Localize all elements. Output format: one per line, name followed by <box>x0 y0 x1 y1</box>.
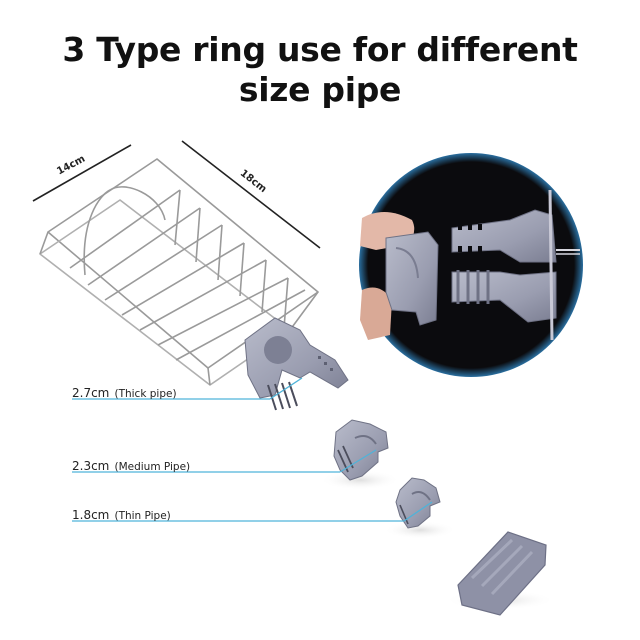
ring-size: 2.3cm <box>72 459 110 473</box>
ring-size: 2.7cm <box>72 386 110 400</box>
ring-label-thick: 2.7cm (Thick pipe) <box>72 382 177 401</box>
dimension-lines <box>32 140 321 249</box>
wire-basket <box>39 158 319 386</box>
inset-closeup <box>359 153 583 377</box>
ring-label-medium: 2.3cm (Medium Pipe) <box>72 455 190 474</box>
page-title: 3 Type ring use for different size pipe <box>0 30 640 110</box>
ring-label-thin: 1.8cm (Thin Pipe) <box>72 504 171 523</box>
medium-pipe-ring <box>320 419 400 490</box>
title-line-2: size pipe <box>238 70 402 109</box>
thin-pipe-ring <box>384 477 456 539</box>
end-cap <box>445 531 555 616</box>
ring-size: 1.8cm <box>72 508 110 522</box>
ring-desc: (Medium Pipe) <box>114 461 191 473</box>
ring-desc: (Thin Pipe) <box>114 510 171 522</box>
thick-pipe-clamp <box>244 317 349 411</box>
measurement-lines <box>72 377 433 522</box>
title-line-1: 3 Type ring use for different <box>62 30 578 69</box>
ring-desc: (Thick pipe) <box>114 388 177 400</box>
